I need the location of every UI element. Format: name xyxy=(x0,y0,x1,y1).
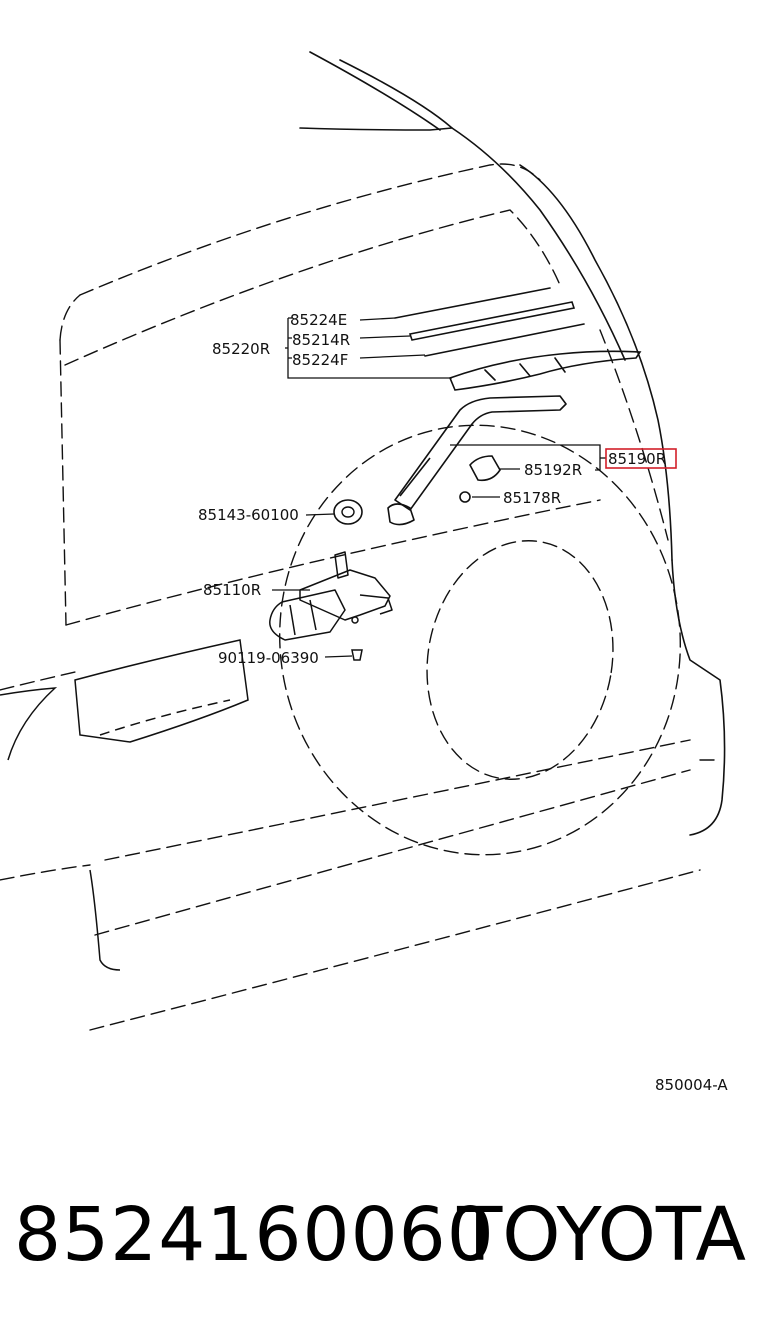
label-85224E: 85224E xyxy=(290,311,347,329)
label-85214R: 85214R xyxy=(292,331,350,349)
label-85143-60100: 85143-60100 xyxy=(198,506,299,524)
lower-door-dashed xyxy=(94,769,691,936)
glass-right-dashed xyxy=(599,329,669,541)
blade-rubber-e xyxy=(394,287,551,319)
parts-diagram: 85224E 85214R 85224F 85220R 85190R 85192… xyxy=(0,51,728,1094)
label-85190R[interactable]: 85190R xyxy=(608,450,666,468)
blade-assembly xyxy=(448,350,642,391)
left-fender-line xyxy=(0,687,58,761)
spare-tire-inner xyxy=(426,540,614,780)
footer: 8524160060 TOYOTA xyxy=(0,1185,760,1285)
blade-insert xyxy=(408,301,576,341)
leader-85224F xyxy=(359,354,426,359)
label-85220R: 85220R xyxy=(212,340,270,358)
sill-dashed xyxy=(104,739,691,861)
leader-85214R xyxy=(359,335,411,339)
door-outline-right xyxy=(519,164,673,561)
handle-recess-inner xyxy=(99,699,231,736)
body-line-roof xyxy=(309,51,441,131)
bumper-right xyxy=(671,559,726,836)
body-line-rear-pillar xyxy=(339,59,626,361)
left-door-edge xyxy=(89,869,121,971)
diagram-reference-code: 850004-A xyxy=(655,1076,728,1094)
leader-85224E xyxy=(359,317,396,321)
window-top-dashed xyxy=(79,163,541,296)
label-90119-06390: 90119-06390 xyxy=(218,649,319,667)
label-85178R: 85178R xyxy=(503,489,561,507)
label-85192R: 85192R xyxy=(524,461,582,479)
left-edge-dashed xyxy=(0,671,76,691)
nut-icon xyxy=(459,491,471,503)
wiper-arm xyxy=(394,395,567,511)
leader-90119 xyxy=(324,655,353,658)
label-85224F: 85224F xyxy=(292,351,348,369)
glass-bottom-dashed xyxy=(65,499,601,626)
leader-85143 xyxy=(305,513,335,516)
bolt-icon xyxy=(351,649,363,661)
grommet-hole xyxy=(341,506,355,518)
arm-head xyxy=(387,503,415,526)
door-corner-dashed xyxy=(59,294,81,341)
left-lower-dashed xyxy=(0,864,91,881)
blade-clips xyxy=(484,357,566,381)
label-85110R: 85110R xyxy=(203,581,261,599)
arm-ridge xyxy=(399,457,431,497)
highlight-box-85190R xyxy=(605,448,677,469)
brand-name: TOYOTA xyxy=(457,1192,746,1278)
bracket-ticks xyxy=(288,317,292,359)
glass-top-dashed xyxy=(64,209,561,366)
part-number: 8524160060 xyxy=(14,1192,495,1278)
grommet xyxy=(333,499,363,525)
blade-rubber-f xyxy=(424,323,585,357)
bottom-dashed xyxy=(89,869,701,1031)
pivot-cap xyxy=(469,455,501,482)
spare-tire-outer xyxy=(278,424,682,856)
body-line-roof-edge xyxy=(299,127,453,131)
door-left-dashed xyxy=(59,339,67,626)
wiper-motor xyxy=(269,551,393,641)
handle-recess xyxy=(74,639,249,743)
